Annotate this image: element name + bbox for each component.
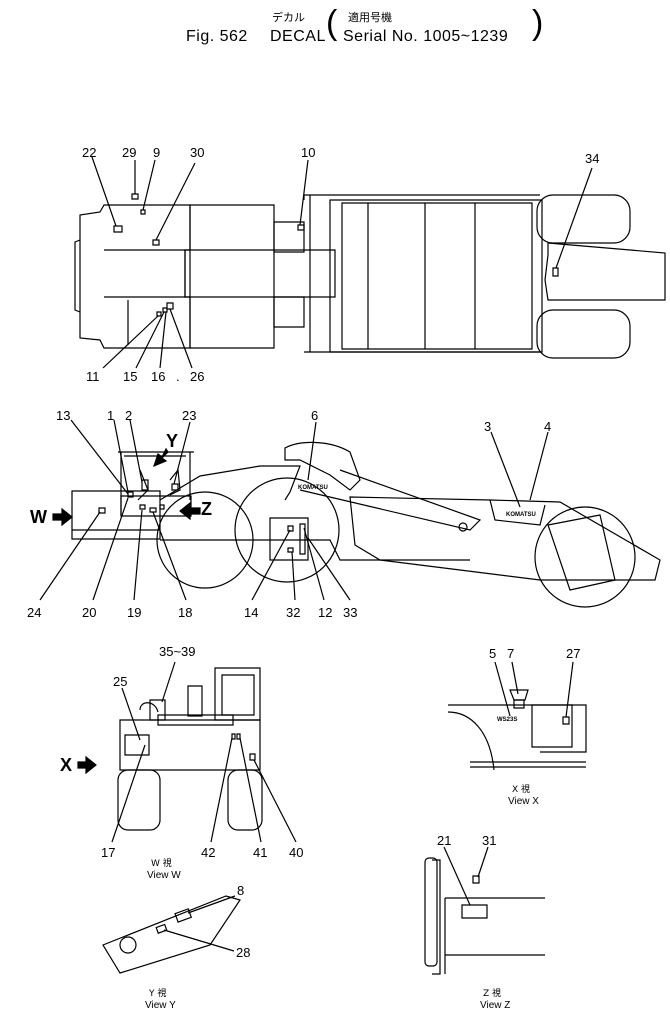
view-x-caption: View X [508,796,539,807]
paren-close: ) [532,4,544,42]
arrow-y-shape [154,449,168,466]
callout-3: 3 [484,419,492,434]
callout-7: 7 [507,646,515,661]
view-w-body [120,720,260,770]
scraper-bowl [330,200,542,352]
side-engine-box [72,491,160,539]
arrow-z-shape [180,503,200,519]
view-x-arch [448,712,494,770]
callout-21: 21 [437,833,452,848]
callout-19: 19 [127,605,142,620]
callout-2: 2 [125,408,133,423]
page-title: DECAL [270,28,326,45]
top-tail [545,243,665,300]
paren-open: ( [326,4,338,42]
callout-31: 31 [482,833,497,848]
view-y-panel [103,896,240,973]
callout-40: 40 [289,845,304,860]
view-z-caption: View Z [480,1000,511,1011]
top-wheel-lower [537,310,630,358]
callout-9: 9 [153,145,161,160]
arrow-w-shape [53,509,72,525]
callout-26: 26 [190,369,205,384]
arrow-w-label: W [30,507,47,527]
callout-12: 12 [318,605,333,620]
callout-6: 6 [311,408,319,423]
callout-22: 22 [82,145,97,160]
arrow-x-label: X [60,755,73,775]
figure-number: Fig. 562 [186,28,248,45]
side-view-drawing [40,420,660,607]
callout-14: 14 [244,605,259,620]
view-x-caption-jp: X 視 [512,785,531,795]
view-z-drawing [425,847,545,974]
callout-35-39: 35~39 [159,644,196,659]
callout-15: 15 [123,369,138,384]
view-w-right-wheel [228,770,262,830]
view-z-caption-jp: Z 視 [483,989,502,999]
rear-engine-panel [190,205,274,348]
callout-17: 17 [101,845,116,860]
callout-8: 8 [237,883,245,898]
callout-32: 32 [286,605,301,620]
callout-1: 1 [107,408,115,423]
rear-body-outline [80,205,190,348]
callout-34: 34 [585,151,600,166]
hitch-neck [185,250,335,297]
side-gooseneck [285,442,360,490]
side-front-wheel [157,492,253,588]
callout-30: 30 [190,145,205,160]
callout-18: 18 [178,605,193,620]
callout-29: 29 [122,145,137,160]
callout-11: 11 [86,369,100,384]
arrow-x-shape [78,757,96,773]
side-bowl [350,497,660,580]
callout-25: 25 [113,674,128,689]
callout-41: 41 [253,845,268,860]
callout-5: 5 [489,646,497,661]
arrow-y-label: Y [166,431,179,451]
serial-jp: 適用号機 [348,11,392,24]
view-y-caption: View Y [145,1000,176,1011]
callout-separator: . [176,369,180,384]
top-view-drawing [75,157,665,368]
serial-range: Serial No. 1005~1239 [343,28,509,45]
decal-text-bowl: KOMATSU [506,512,536,518]
view-w-left-wheel [118,770,160,830]
callout-27: 27 [566,646,581,661]
view-y-caption-jp: Y 視 [149,989,167,999]
view-w-caption-jp: W 視 [151,859,172,869]
callout-28: 28 [236,945,251,960]
callout-10: 10 [301,145,316,160]
callout-42: 42 [201,845,216,860]
top-wheel-upper [537,195,630,243]
callout-23: 23 [182,408,197,423]
side-mid-wheel [235,478,339,582]
callout-13: 13 [56,408,71,423]
callout-4: 4 [544,419,552,434]
view-y-drawing [103,896,240,973]
side-rear-wheel [535,507,635,607]
callout-16: 16 [151,369,166,384]
callout-20: 20 [82,605,97,620]
side-cab-frame [118,452,194,515]
model-text: WS23S [497,717,518,723]
title-jp: デカル [272,11,305,24]
callout-33: 33 [343,605,358,620]
view-z-pipe [425,858,437,966]
callout-24: 24 [27,605,42,620]
side-tractor-body [160,466,300,500]
arrow-z-label: Z [201,499,212,519]
view-x-drawing [448,662,586,770]
decal-text-hood: KOMATSU [298,485,328,491]
view-w-drawing [78,662,296,842]
view-w-caption: View W [147,870,181,881]
